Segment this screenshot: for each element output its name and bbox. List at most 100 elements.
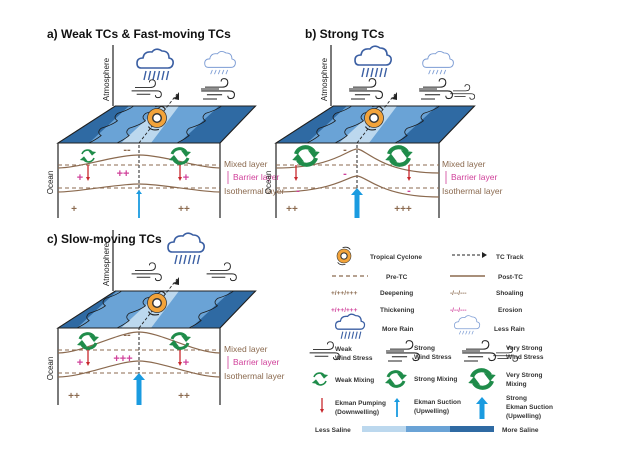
post-tc-isothermal-layer [57,360,221,378]
legend-shoaling-symbol: -/--/--- [450,290,467,297]
mixing-icon-right [169,332,191,350]
tc-track-arrowhead [174,92,179,100]
legend-icons [309,246,519,419]
wind-line [496,346,514,354]
tc-arm [364,126,377,131]
rain-drop [428,69,431,75]
tc-track-arrowhead [174,277,179,285]
post-tc-isothermal-layer [275,175,440,198]
wind-icon [462,340,496,362]
wind-line [201,90,235,100]
rain-drop [361,67,365,78]
rain-drop [443,69,447,75]
less-rain-cloud-icon [204,50,236,75]
legend-very-strong-mixing-icon [468,368,496,390]
legend-strong-mixing-icon [385,370,407,388]
ekman-pumping-arrow-right [407,165,411,181]
wind-icon [309,341,340,361]
wind-stress-icon-left [131,262,162,282]
legend: Tropical Cyclone TC Track Pre-TC Post-TC… [309,246,553,434]
wind-line [210,262,231,271]
legend-post-tc: Post-TC [498,274,523,281]
ekman-pumping-arrow-left [86,165,90,181]
ekman-pumping-arrow-right [178,165,182,181]
legend-vstrong-wind-2: Wind Stress [506,354,544,361]
sign-left-mid: - [296,185,300,197]
legend-strong-wind-icon [386,340,420,362]
mixing-arc [172,157,190,165]
rain-drop [351,331,355,339]
legend-tc-track: TC Track [496,254,524,261]
rain-drop [355,331,358,339]
rain-drop [217,69,221,75]
mixing-icon-right [169,147,191,165]
legend-deepening-symbol: +/++/+++ [331,290,358,297]
legend-strong-suction-1: Strong [506,395,527,402]
mixing-arc [170,147,188,155]
mixing-arrowhead [468,376,481,385]
sign-right-bottom: ++ [178,391,190,402]
rain-drop [432,69,435,75]
barrier-layer-label: Barrier layer [233,357,279,367]
legend-deepening: Deepening [380,290,413,297]
rain-drop [156,70,161,81]
wind-line [386,352,420,362]
arrow-head [86,177,90,181]
rain-drop [439,69,443,75]
legend-very-strong-wind-icon [462,340,519,362]
mixing-arc [388,380,406,388]
saline-scale-high [450,426,494,432]
tc-eye [152,113,162,123]
isothermal-layer-label: Isothermal layer [442,186,503,196]
tc-arm [147,311,160,316]
mixed-layer-label: Mixed layer [224,159,268,169]
mixing-arrowhead [292,153,305,162]
mixing-arc [470,368,492,378]
mixing-icon-right [385,145,413,167]
wind-stress-icon-right [206,262,237,282]
sign-right-mid: + [183,172,189,184]
legend-ekman-pumping-2: (Downwelling) [335,409,379,416]
less-rain-cloud-icon [422,50,454,75]
saline-scale-low [362,426,406,432]
atmosphere-label: Atmosphere [102,57,111,101]
sign-left-bottom: + [71,204,77,215]
tc-eye [369,113,379,123]
wind-line [309,352,340,361]
rain-drop [458,330,462,335]
mixing-arc [386,370,404,378]
mixing-icon-left [292,145,320,167]
tc-track-arrowhead [392,92,397,100]
sign-right-mid: + [183,357,189,369]
legend-vstrong-wind-1: Very Strong [506,345,543,352]
rain-drop [383,67,388,78]
mixed-layer-label: Mixed layer [442,159,486,169]
sign-center-mid: +++ [113,353,132,365]
more-rain-cloud-icon [354,45,392,78]
mixing-arc [170,332,188,340]
salinity-front-line [176,105,222,144]
saline-scale-mid [406,426,450,432]
legend-weak-mixing: Weak Mixing [335,377,374,384]
panel-b-title: b) Strong TCs [305,27,385,41]
ocean-label: Ocean [46,357,55,381]
mixing-arc [172,342,190,350]
wind-icon [131,262,162,282]
panel-a-title: a) Weak TCs & Fast-moving TCs [47,27,231,41]
cloud-outline [167,232,205,253]
wind-line [462,352,496,362]
rain-drop [344,331,347,339]
legend-strong-mixing: Strong Mixing [414,376,457,383]
tropical-cyclone-icon [147,105,167,131]
mixing-arc [296,157,318,167]
wind-icon [493,346,519,362]
rain-drop [210,69,213,75]
rain-drop [143,70,147,81]
wind-line [313,341,334,350]
wind-line [419,90,453,100]
arrow-head [294,177,298,181]
legend-thickening: Thickening [380,307,414,314]
barrier-layer-label: Barrier layer [451,172,497,182]
